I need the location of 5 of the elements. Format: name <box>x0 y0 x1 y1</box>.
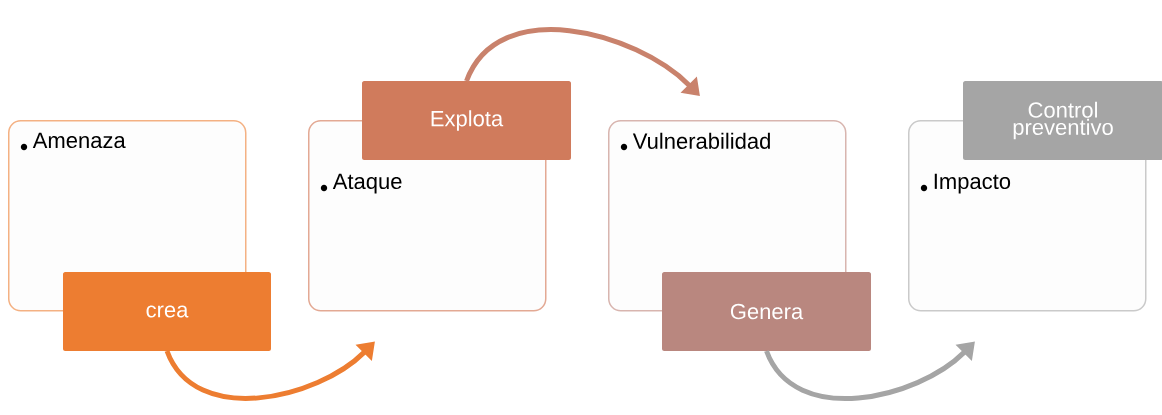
label-box: Explota <box>362 81 571 160</box>
curved-arrow <box>464 27 700 96</box>
label-box: Genera <box>662 272 871 351</box>
label-box: Control preventivo <box>963 81 1162 160</box>
label-box: crea <box>63 272 271 351</box>
